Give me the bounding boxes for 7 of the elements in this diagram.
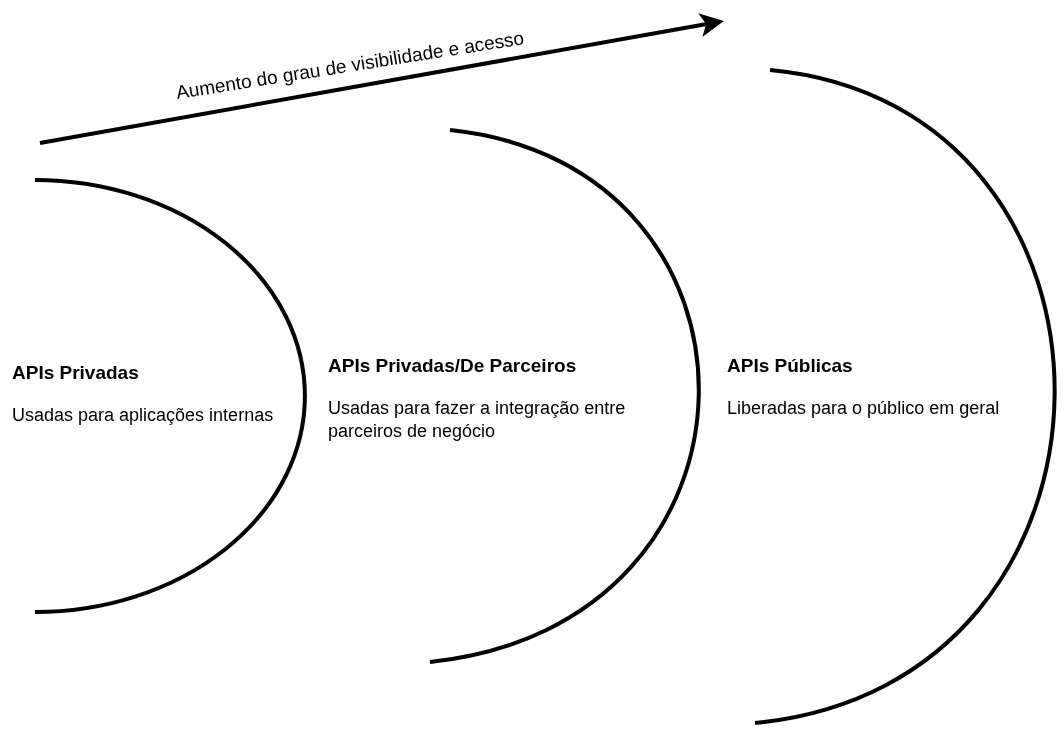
section-description: Usadas para fazer a integração entre parceiros de negócio [328, 397, 627, 443]
section-description: Liberadas para o público em geral [727, 397, 1001, 420]
section-heading: APIs Privadas/De Parceiros [328, 355, 578, 377]
arrow-label: Aumento do grau de visibilidade e acesso [174, 27, 526, 104]
section-description: Usadas para aplicações internas [12, 404, 275, 427]
section-heading: APIs Públicas [727, 355, 854, 377]
section-heading: APIs Privadas [12, 362, 140, 384]
